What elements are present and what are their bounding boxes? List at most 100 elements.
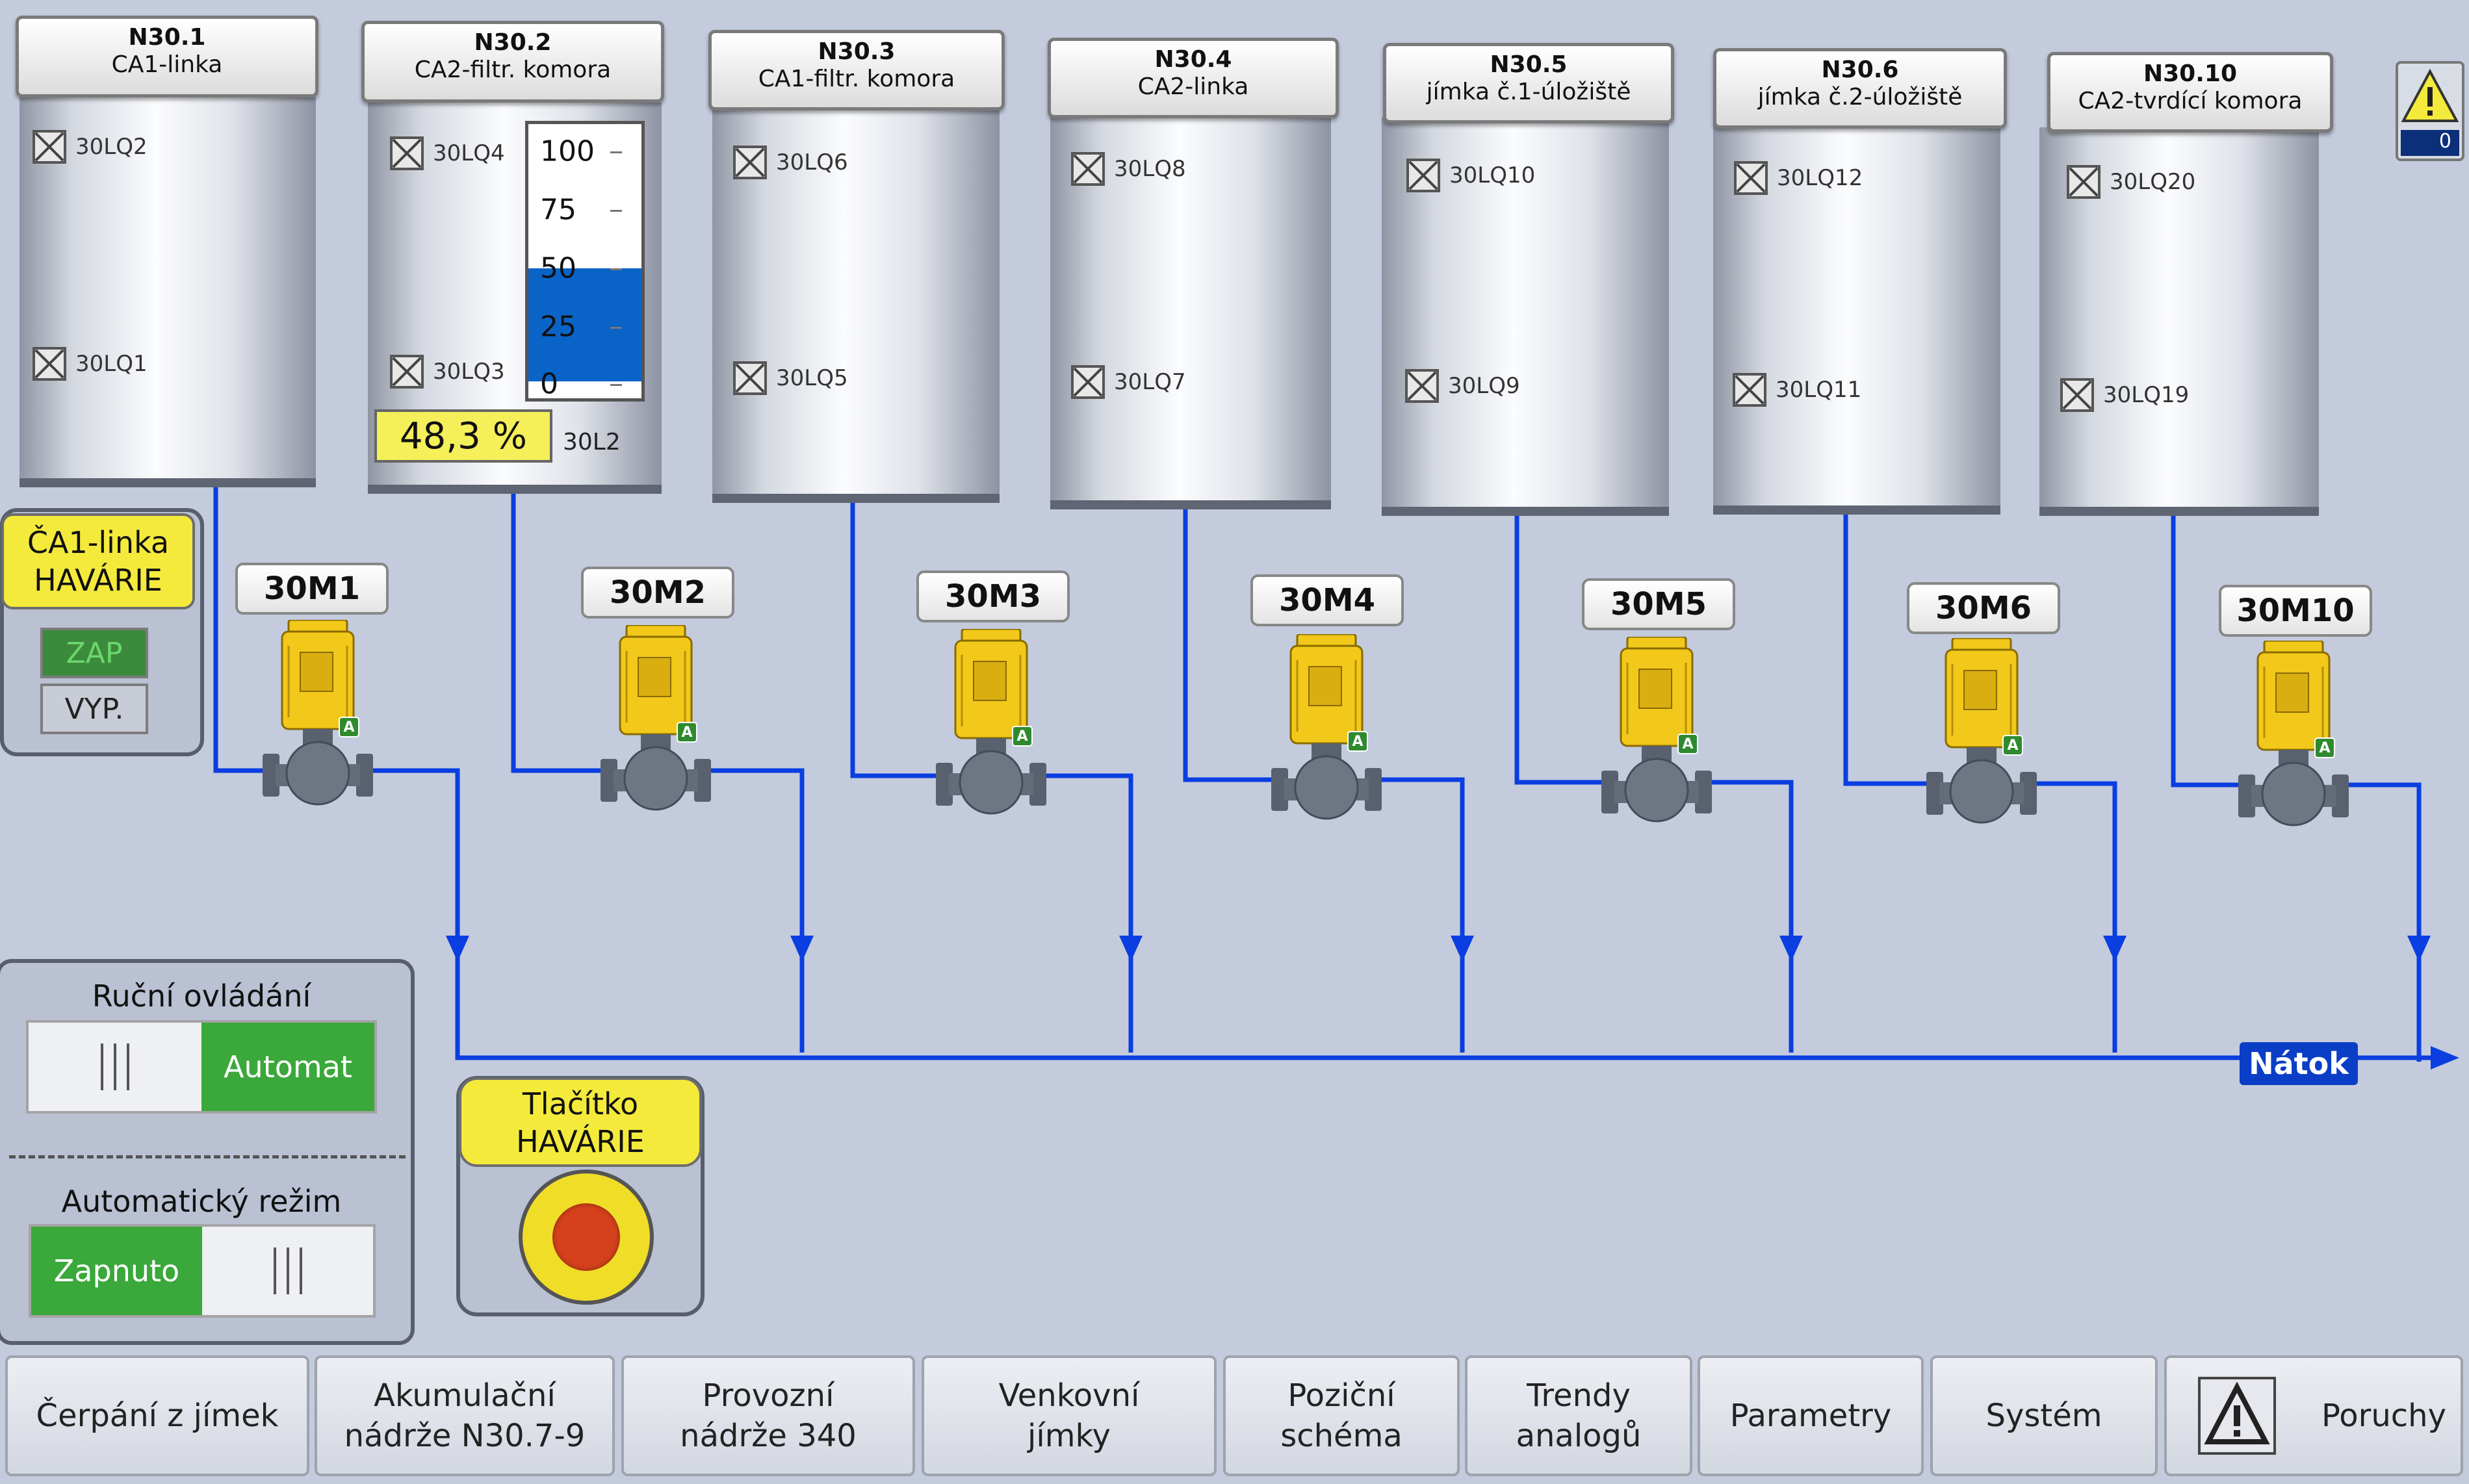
gauge-tick-label: 50 [540,251,576,285]
alarm-indicator[interactable]: 0 [2396,61,2464,161]
pump-icon: A [1601,635,1712,823]
tank-label: N30.10 CA2-tvrdící komora [2047,52,2333,133]
emergency-off-button[interactable]: VYP. [40,684,148,734]
tank-label: N30.1 CA1-linka [16,16,318,97]
tank-id: N30.6 [1821,57,1899,83]
gauge-tick-mark [610,210,622,212]
nav-operating-tanks[interactable]: Provozní nádrže 340 [621,1355,915,1476]
gauge-tick-label: 75 [540,193,576,227]
pump-tag: 30M2 [581,567,734,619]
sensor-checkbox-icon [2060,378,2094,412]
emergency-line-title: ČA1-linka [27,525,170,560]
level-sensor-top[interactable]: 30LQ4 [390,136,505,170]
sensor-checkbox-icon [1405,369,1439,403]
emergency-line-status: HAVÁRIE [34,563,162,598]
sensor-label: 30LQ8 [1114,156,1186,182]
manual-active-label: Automat [201,1023,374,1111]
tank-name: CA2-linka [1137,73,1249,100]
sensor-checkbox-icon [390,355,424,389]
emergency-stop-label: Tlačítko HAVÁRIE [459,1077,702,1167]
pump-icon: A [263,619,373,806]
sensor-checkbox-icon [1071,152,1105,186]
toggle-grip [202,1227,373,1315]
tank-name: CA2-tvrdící komora [2078,88,2303,114]
sensor-checkbox-icon [32,130,66,164]
level-sensor-top[interactable]: 30LQ8 [1071,152,1186,186]
sensor-checkbox-icon [733,361,767,395]
level-sensor-bottom[interactable]: 30LQ7 [1071,365,1186,399]
pump-30m1[interactable]: A [263,619,373,808]
tank-id: N30.5 [1490,51,1568,78]
nav-sump-pumping[interactable]: Čerpání z jímek [5,1355,309,1476]
svg-text:A: A [343,719,354,736]
svg-text:A: A [681,724,692,741]
gauge-tick-label: 100 [540,134,595,168]
sensor-checkbox-icon [2067,165,2101,199]
emergency-on-button[interactable]: ZAP [40,628,148,678]
auto-mode-toggle[interactable]: Zapnuto [29,1224,376,1318]
toggle-grip [29,1023,201,1111]
level-sensor-bottom[interactable]: 30LQ19 [2060,378,2189,412]
pump-tag: 30M10 [2219,585,2372,637]
sensor-label: 30LQ19 [2103,382,2190,408]
level-sensor-bottom[interactable]: 30LQ11 [1733,373,1861,407]
level-sensor-top[interactable]: 30LQ2 [32,130,148,164]
nav-position-scheme[interactable]: Poziční schéma [1223,1355,1460,1476]
level-sensor-bottom[interactable]: 30LQ9 [1405,369,1520,403]
nav-analog-trends[interactable]: Trendy analogů [1465,1355,1692,1476]
auto-mode-title: Automatický režim [61,1184,342,1219]
tank-n30-1[interactable] [19,97,316,487]
level-value-display: 48,3 % [374,409,552,463]
emergency-stop-button[interactable] [519,1170,654,1305]
level-unit: % [492,415,527,457]
pump-30m6[interactable]: A [1926,637,2037,826]
tank-id: N30.4 [1154,46,1232,73]
nav-accumulation-tanks[interactable]: Akumulační nádrže N30.7-9 [315,1355,615,1476]
sensor-label: 30LQ7 [1114,369,1186,395]
emergency-stop-title: Tlačítko [522,1086,639,1121]
tank-label: N30.6 jímka č.2-úložiště [1713,48,2007,129]
nav-outdoor-sumps[interactable]: Venkovní jímky [922,1355,1217,1476]
nav-faults-label: Poruchy [2321,1398,2446,1434]
warning-triangle-icon [2198,1377,2276,1455]
pump-30m5[interactable]: A [1601,635,1712,825]
sensor-label: 30LQ20 [2110,169,2196,195]
svg-text:A: A [2007,737,2018,754]
tank-name: CA1-filtr. komora [758,66,955,92]
sensor-checkbox-icon [32,347,66,381]
nav-system[interactable]: Systém [1930,1355,2158,1476]
nav-faults[interactable]: Poruchy [2164,1355,2463,1476]
tank-name: jímka č.2-úložiště [1757,84,1963,110]
level-sensor-bottom[interactable]: 30LQ1 [32,347,148,381]
level-sensor-top[interactable]: 30LQ20 [2067,165,2195,199]
sensor-checkbox-icon [1733,373,1766,407]
sensor-label: 30LQ4 [433,140,505,166]
warning-triangle-icon [2401,68,2459,122]
sensor-checkbox-icon [1406,159,1440,192]
sensor-checkbox-icon [1734,161,1768,195]
pump-icon: A [1926,637,2037,824]
gauge-tick-label: 0 [540,367,558,401]
pump-30m2[interactable]: A [601,624,711,813]
pump-30m10[interactable]: A [2238,639,2349,829]
sensor-checkbox-icon [390,136,424,170]
sensor-label: 30LQ5 [776,365,848,391]
gauge-tick-mark [610,268,622,270]
pump-tag: 30M3 [916,570,1070,622]
level-sensor-top[interactable]: 30LQ12 [1734,161,1863,195]
panel-divider [9,1155,406,1158]
pump-30m4[interactable]: A [1271,633,1382,823]
level-sensor-top[interactable]: 30LQ10 [1406,159,1535,192]
tank-id: N30.3 [818,38,896,65]
tank-name: jímka č.1-úložiště [1426,79,1631,105]
nav-parameters[interactable]: Parametry [1698,1355,1924,1476]
level-sensor-bottom[interactable]: 30LQ5 [733,361,848,395]
level-sensor-top[interactable]: 30LQ6 [733,146,848,179]
manual-control-title: Ruční ovládání [92,979,311,1014]
gauge-tick-mark [610,151,622,153]
tank-label: N30.4 CA2-linka [1048,38,1339,118]
manual-auto-toggle[interactable]: Automat [26,1020,377,1114]
pump-30m3[interactable]: A [936,628,1046,817]
level-sensor-bottom[interactable]: 30LQ3 [390,355,505,389]
